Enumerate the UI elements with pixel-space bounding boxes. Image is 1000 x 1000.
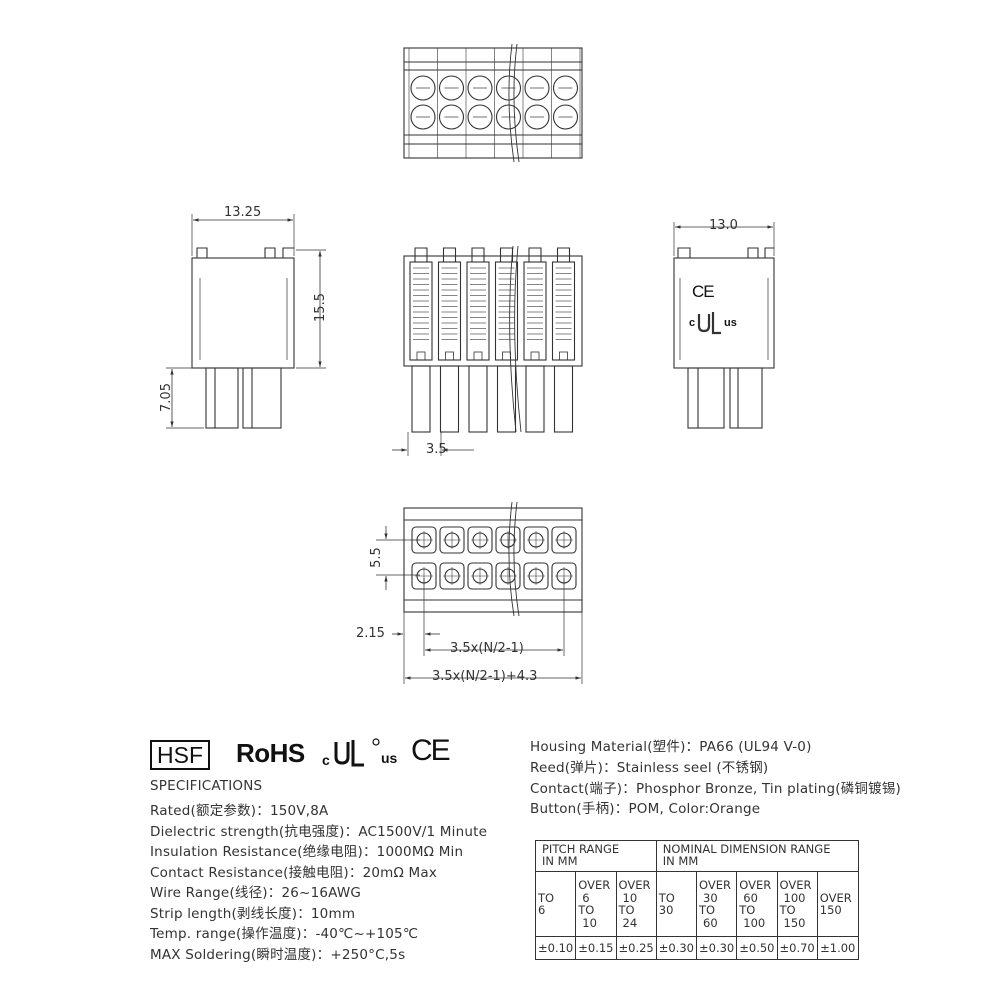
tolerance-cell: ±0.25: [615, 936, 657, 960]
top-button-circle: [410, 104, 436, 130]
bottom-wire-hole: [495, 526, 521, 554]
hsf-logo: HSF: [150, 740, 210, 770]
top-button-circle: [467, 104, 493, 130]
dim-right-width: 13.0: [709, 218, 738, 233]
spec-dielectric: Dielectric strength(抗电强度)：AC1500V/1 Minu…: [150, 824, 488, 840]
top-button-circle: [438, 75, 465, 101]
bottom-wire-hole: [523, 526, 549, 554]
ce-logo: CE: [411, 734, 451, 767]
front-view: [392, 245, 583, 456]
tolerance-cell: ±0.70: [776, 936, 818, 960]
spec-strip-length: Strip length(剥线长度)：10mm: [150, 906, 356, 922]
dim-span-total: 3.5x(N/2-1)+4.3: [432, 669, 538, 684]
top-button-circle: [524, 75, 550, 101]
tolerance-cell: ±0.30: [655, 936, 698, 960]
pitch-range-header: PITCH RANGE IN MM: [535, 840, 657, 872]
dim-offset: 2.15: [356, 626, 385, 641]
material-contact: Contact(端子)：Phosphor Bronze, Tin plating…: [530, 781, 902, 797]
material-button: Button(手柄)：POM, Color:Orange: [530, 801, 761, 817]
bottom-wire-hole: [523, 562, 549, 590]
ul-mark-icon: [697, 312, 721, 335]
bottom-wire-hole: [495, 562, 521, 590]
right-side-view: [673, 222, 775, 429]
front-contact-column: [437, 247, 462, 433]
dim-pitch: 3.5: [426, 442, 447, 457]
culus-us-mark: us: [381, 750, 398, 766]
bottom-wire-hole: [467, 526, 493, 554]
top-button-circle: [410, 75, 436, 101]
culus-c-mark: c: [322, 752, 330, 768]
spec-max-soldering: MAX Soldering(瞬时温度)：+250°C,5s: [150, 947, 406, 963]
spec-wire-range: Wire Range(线径)：26~16AWG: [150, 885, 362, 901]
tolerance-cell: ±0.30: [695, 936, 738, 960]
left-side-view: [166, 214, 326, 429]
ul-c-mark: c: [689, 317, 696, 329]
material-reed: Reed(弹片)：Stainless seel (不锈钢): [530, 760, 769, 776]
spec-rated: Rated(额定参数)：150V,8A: [150, 803, 329, 819]
spec-contact-resistance: Contact Resistance(接触电阻)：20mΩ Max: [150, 865, 438, 881]
front-contact-column: [551, 247, 576, 433]
specifications-title: SPECIFICATIONS: [150, 778, 263, 794]
nominal-range-header: NOMINAL DIMENSION RANGE IN MM: [655, 840, 859, 872]
bottom-view: [376, 501, 583, 684]
top-button-circle: [552, 75, 579, 101]
tolerance-row: ±0.10±0.15±0.25±0.30±0.30±0.50±0.70±1.00: [534, 936, 859, 960]
tolerance-cell: ±0.50: [736, 936, 778, 960]
bottom-wire-hole: [439, 562, 465, 590]
top-button-circle: [552, 104, 579, 130]
front-contact-column: [523, 247, 547, 433]
ce-mark: CE: [692, 282, 715, 301]
spec-temp-range: Temp. range(操作温度)：-40℃~+105℃: [150, 926, 419, 942]
front-contact-column: [409, 247, 433, 433]
ul-us-mark: us: [724, 317, 737, 329]
tolerance-cell: ±1.00: [816, 936, 859, 960]
dim-body-height: 15.5: [312, 293, 328, 322]
tolerance-table: PITCH RANGE IN MM NOMINAL DIMENSION RANG…: [534, 840, 859, 960]
dim-span-pitch: 3.5x(N/2-1): [450, 641, 524, 656]
top-button-circle: [467, 75, 493, 101]
rohs-logo: RoHS: [236, 738, 305, 768]
dim-pin-length: 7.05: [158, 383, 174, 412]
top-button-circle: [524, 104, 550, 130]
bottom-wire-hole: [467, 562, 493, 590]
bottom-wire-hole: [439, 526, 465, 554]
dim-row-spacing: 5.5: [368, 547, 384, 568]
culus-mark-icon: [334, 738, 380, 767]
tolerance-cell: ±0.10: [534, 936, 577, 960]
spec-insulation: Insulation Resistance(绝缘电阻)：1000MΩ Min: [150, 844, 464, 860]
dim-side-width: 13.25: [224, 205, 262, 220]
material-housing: Housing Material(塑件)：PA66 (UL94 V-0): [530, 739, 812, 755]
bottom-wire-hole: [551, 526, 577, 554]
top-button-circle: [438, 104, 465, 130]
front-contact-column: [494, 247, 519, 433]
front-contact-column: [466, 247, 490, 433]
top-button-circle: [495, 75, 522, 101]
tolerance-cell: ±0.15: [575, 936, 617, 960]
top-button-circle: [495, 104, 522, 130]
top-view: [403, 43, 583, 163]
